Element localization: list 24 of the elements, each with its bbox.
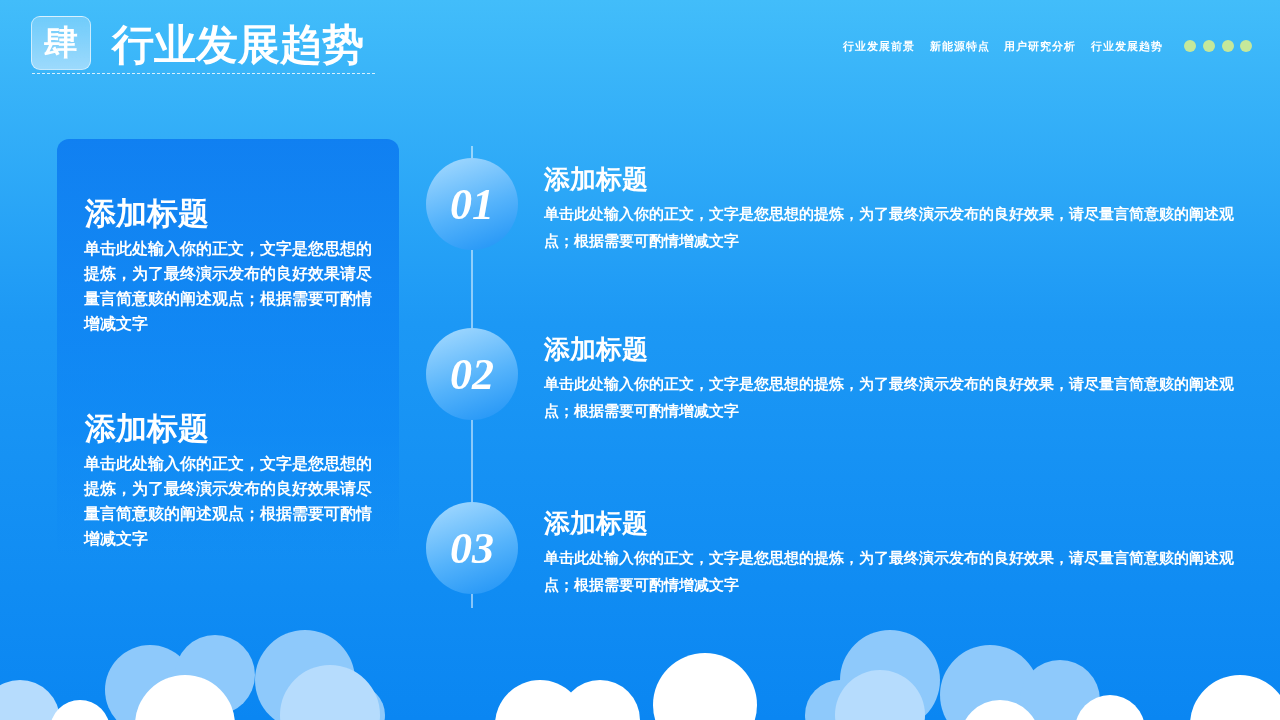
section-heading: 添加标题 xyxy=(85,195,209,233)
nav-link: 行业发展前景 xyxy=(843,39,915,53)
step-number: 02 xyxy=(450,348,494,400)
item-heading: 添加标题 xyxy=(544,508,648,540)
item-heading: 添加标题 xyxy=(544,164,648,196)
body-text: 单击此处输入你的正文，文字是您思想的提炼，为了最终演示发布的良好效果请尽量言简意赅的阐述观点；根据需要可酌情增减文字 xyxy=(84,454,373,549)
body-text: 单击此处输入你的正文，文字是您思想的提炼，为了最终演示发布的良好效果请尽量言简意赅的阐述观点；根据需要可酌情增减文字 xyxy=(84,239,373,334)
chapter-badge xyxy=(31,16,91,70)
step-number: 01 xyxy=(450,178,494,230)
timeline-line xyxy=(471,419,473,503)
nav-link: 新能源特点 xyxy=(930,39,990,53)
body-text: 单击此处输入你的正文，文字是您思想的提炼，为了最终演示发布的良好效果，请尽量言简意赅的阐述观点；根据需要可酌情增减文字 xyxy=(544,204,1235,251)
slide-title: 行业发展趋势 xyxy=(112,21,364,70)
item-heading: 添加标题 xyxy=(544,334,648,366)
timeline-line xyxy=(471,249,473,329)
badge-number: 肆 xyxy=(44,22,78,63)
timeline-line xyxy=(471,145,473,159)
timeline-line xyxy=(471,593,473,609)
nav-link: 用户研究分析 xyxy=(1004,39,1076,53)
body-text: 单击此处输入你的正文，文字是您思想的提炼，为了最终演示发布的良好效果，请尽量言简意赅的阐述观点；根据需要可酌情增减文字 xyxy=(544,548,1235,595)
body-text: 单击此处输入你的正文，文字是您思想的提炼，为了最终演示发布的良好效果，请尽量言简意赅的阐述观点；根据需要可酌情增减文字 xyxy=(544,374,1235,421)
nav-link: 行业发展趋势 xyxy=(1091,39,1163,53)
step-number: 03 xyxy=(450,522,494,574)
section-heading: 添加标题 xyxy=(85,410,209,448)
